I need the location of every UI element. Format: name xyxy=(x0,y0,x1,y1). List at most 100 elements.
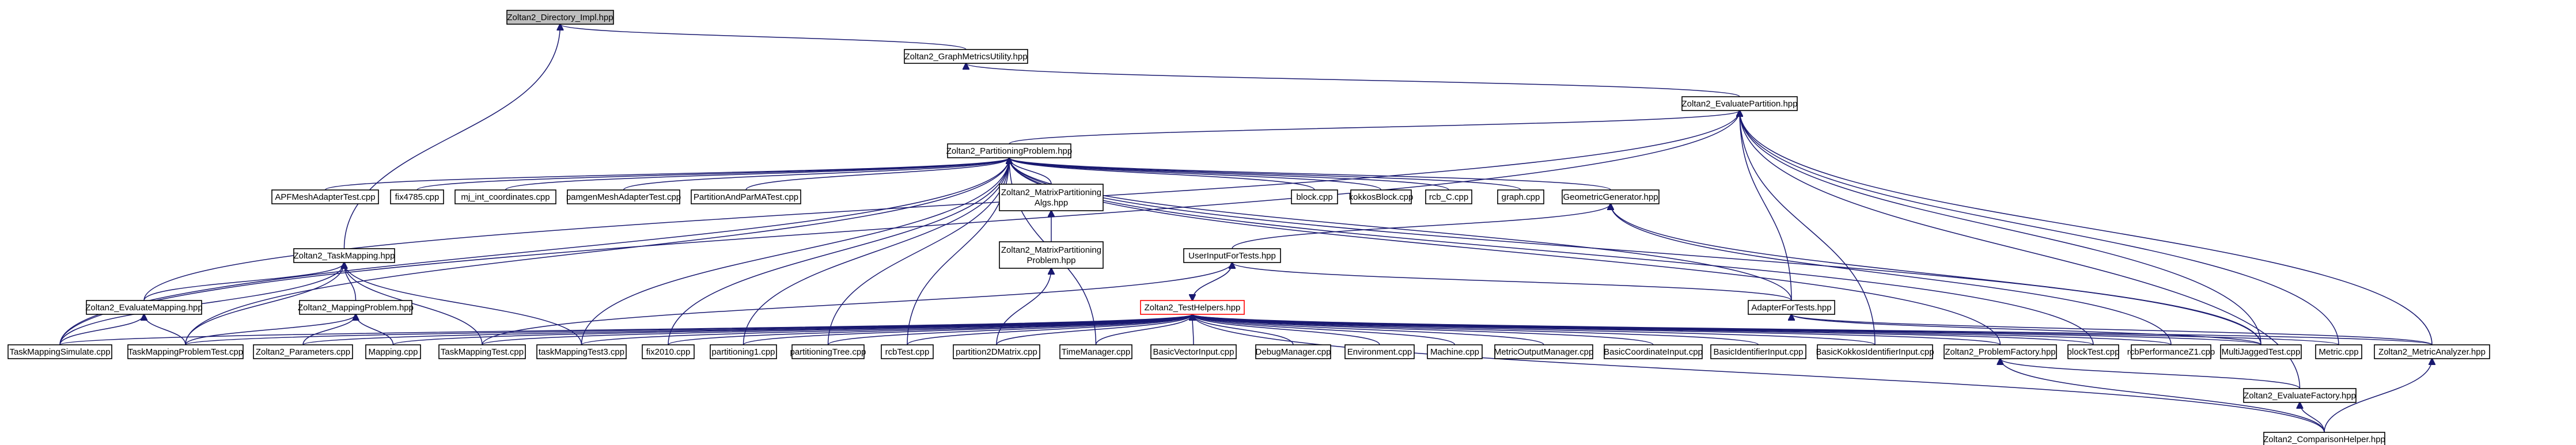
node-metric-output-manager[interactable]: MetricOutputManager.cpp xyxy=(1494,344,1594,359)
node-mapping[interactable]: Mapping.cpp xyxy=(365,344,421,359)
node-label: Zoltan2_EvaluateMapping.hpp xyxy=(85,303,202,313)
include-edge-fix2010-to-test_helpers xyxy=(668,314,1192,345)
node-metric-analyzer[interactable]: Zoltan2_MetricAnalyzer.hpp xyxy=(2374,344,2490,359)
include-edge-graph_cpp-to-partitioning_problem xyxy=(1009,158,1521,191)
node-basic-kokkos-identifier-input[interactable]: BasicKokkosIdentifierInput.cpp xyxy=(1816,344,1934,359)
include-edge-metric-to-evaluate_partition xyxy=(1740,111,2339,345)
node-geometric-generator[interactable]: GeometricGenerator.hpp xyxy=(1562,189,1660,204)
node-evaluate-factory[interactable]: Zoltan2_EvaluateFactory.hpp xyxy=(2243,388,2357,403)
include-edge-task_mapping_simulate-to-test_helpers xyxy=(59,314,1192,345)
node-label: Environment.cpp xyxy=(1347,347,1412,357)
node-rcb-performance-z1[interactable]: rcbPerformanceZ1.cpp xyxy=(2127,344,2215,359)
node-box xyxy=(642,344,695,359)
include-edge-task_mapping_simulate-to-partitioning_problem xyxy=(59,158,1009,345)
include-edge-evaluate_mapping-to-task_mapping xyxy=(143,263,344,301)
node-machine[interactable]: Machine.cpp xyxy=(1427,344,1483,359)
node-evaluate-mapping[interactable]: Zoltan2_EvaluateMapping.hpp xyxy=(85,300,203,315)
include-edge-metric_analyzer-to-test_helpers xyxy=(1192,314,2433,345)
node-adapter-for-tests[interactable]: AdapterForTests.hpp xyxy=(1748,300,1835,315)
include-edge-task_mapping_test-to-user_input_for_tests xyxy=(482,263,1232,345)
node-user-input-for-tests[interactable]: UserInputForTests.hpp xyxy=(1183,248,1281,263)
node-box xyxy=(1494,344,1593,359)
node-label: Algs.hpp xyxy=(1035,198,1068,208)
node-test-helpers[interactable]: Zoltan2_TestHelpers.hpp xyxy=(1140,300,1245,315)
node-block[interactable]: block.cpp xyxy=(1291,189,1338,204)
node-task-mapping-simulate[interactable]: TaskMappingSimulate.cpp xyxy=(7,344,112,359)
node-metric[interactable]: Metric.cpp xyxy=(2315,344,2362,359)
node-partitioning1[interactable]: partitioning1.cpp xyxy=(710,344,777,359)
node-time-manager[interactable]: TimeManager.cpp xyxy=(1059,344,1132,359)
node-label: mj_int_coordinates.cpp xyxy=(461,192,550,202)
node-label: Zoltan2_Parameters.cpp xyxy=(256,347,350,357)
node-label: TaskMappingProblemTest.cpp xyxy=(128,347,243,357)
node-label: Zoltan2_PartitioningProblem.hpp xyxy=(946,146,1072,156)
node-box xyxy=(271,189,379,204)
node-label: BasicKokkosIdentifierInput.cpp xyxy=(1816,347,1934,357)
include-edge-task_mapping_test-to-task_mapping xyxy=(344,263,483,345)
node-label: pamgenMeshAdapterTest.cpp xyxy=(566,192,681,202)
node-label: Mapping.cpp xyxy=(369,347,418,357)
node-label: rcbPerformanceZ1.cpp xyxy=(2127,347,2215,357)
node-fix4785[interactable]: fix4785.cpp xyxy=(390,189,444,204)
node-box xyxy=(567,189,680,204)
node-fix2010[interactable]: fix2010.cpp xyxy=(642,344,695,359)
node-debug-manager[interactable]: DebugManager.cpp xyxy=(1255,344,1331,359)
node-label: TaskMappingSimulate.cpp xyxy=(9,347,110,357)
node-basic-vector-input[interactable]: BasicVectorInput.cpp xyxy=(1150,344,1237,359)
node-label: Problem.hpp xyxy=(1026,256,1075,265)
node-partition-and-parmatest[interactable]: PartitionAndParMATest.cpp xyxy=(691,189,801,204)
node-mapping-problem[interactable]: Zoltan2_MappingProblem.hpp xyxy=(298,300,414,315)
node-label: rcb_C.cpp xyxy=(1429,192,1468,202)
node-box xyxy=(1748,300,1835,315)
node-basic-coordinate-input[interactable]: BasicCoordinateInput.cpp xyxy=(1604,344,1703,359)
node-box xyxy=(454,189,556,204)
include-edge-task_mapping_test-to-test_helpers xyxy=(482,314,1192,345)
node-parameters[interactable]: Zoltan2_Parameters.cpp xyxy=(253,344,353,359)
node-box xyxy=(536,344,627,359)
node-partitioning-problem[interactable]: Zoltan2_PartitioningProblem.hpp xyxy=(946,143,1072,158)
node-mj-int-coordinates[interactable]: mj_int_coordinates.cpp xyxy=(454,189,556,204)
node-box xyxy=(2315,344,2362,359)
include-edge-partition_2d_matrix-to-matrix_partitioning_problem xyxy=(996,268,1051,345)
node-graph-metrics-utility[interactable]: Zoltan2_GraphMetricsUtility.hpp xyxy=(904,49,1028,64)
include-edge-parameters-to-mapping_problem xyxy=(302,314,356,345)
node-label: rcbTest.cpp xyxy=(885,347,930,357)
node-label: DebugManager.cpp xyxy=(1256,347,1331,357)
node-block-test[interactable]: blockTest.cpp xyxy=(2067,344,2120,359)
include-edge-basic_kokkos_identifier_input-to-test_helpers xyxy=(1192,314,1876,345)
node-box xyxy=(1291,189,1338,204)
node-task-mapping-problem-test[interactable]: TaskMappingProblemTest.cpp xyxy=(127,344,244,359)
node-graph-cpp[interactable]: graph.cpp xyxy=(1497,189,1544,204)
include-edge-evaluate_factory-to-evaluate_partition xyxy=(1740,111,2301,389)
node-partitioning-tree[interactable]: partitioningTree.cpp xyxy=(790,344,866,359)
include-edge-task_mapping_problem_test-to-partitioning_problem xyxy=(185,158,1009,345)
node-partition-2d-matrix[interactable]: partition2DMatrix.cpp xyxy=(953,344,1040,359)
node-basic-identifier-input[interactable]: BasicIdentifierInput.cpp xyxy=(1710,344,1806,359)
node-rcb-c[interactable]: rcb_C.cpp xyxy=(1425,189,1472,204)
node-apf-mesh-adapter-test[interactable]: APFMeshAdapterTest.cpp xyxy=(271,189,379,204)
node-evaluate-partition[interactable]: Zoltan2_EvaluatePartition.hpp xyxy=(1681,96,1798,111)
include-edge-basic_identifier_input-to-test_helpers xyxy=(1192,314,1759,345)
node-box xyxy=(1150,344,1237,359)
node-task-mapping-test3[interactable]: taskMappingTest3.cpp xyxy=(536,344,627,359)
include-edge-fix2010-to-partitioning_problem xyxy=(668,158,1009,345)
node-problem-factory[interactable]: Zoltan2_ProblemFactory.hpp xyxy=(1944,344,2057,359)
node-environment[interactable]: Environment.cpp xyxy=(1344,344,1415,359)
include-edge-mapping-to-test_helpers xyxy=(392,314,1193,345)
include-edge-task_mapping_test3-to-test_helpers xyxy=(581,314,1193,345)
node-box xyxy=(1710,344,1806,359)
node-comparison-helper[interactable]: Zoltan2_ComparisonHelper.hpp xyxy=(2263,432,2385,445)
node-task-mapping-test[interactable]: TaskMappingTest.cpp xyxy=(438,344,526,359)
node-box xyxy=(710,344,777,359)
node-rcb-test[interactable]: rcbTest.cpp xyxy=(881,344,934,359)
node-kokkos-block[interactable]: kokkosBlock.cpp xyxy=(1349,189,1414,204)
include-edge-partitioning1-to-test_helpers xyxy=(743,314,1193,345)
include-edge-comparison_helper-to-test_helpers xyxy=(1192,314,2325,433)
node-box xyxy=(7,344,112,359)
node-pamgen-mesh-adapter-test[interactable]: pamgenMeshAdapterTest.cpp xyxy=(566,189,681,204)
node-task-mapping[interactable]: Zoltan2_TaskMapping.hpp xyxy=(293,248,395,263)
node-multi-jagged-test[interactable]: MultiJaggedTest.cpp xyxy=(2220,344,2302,359)
